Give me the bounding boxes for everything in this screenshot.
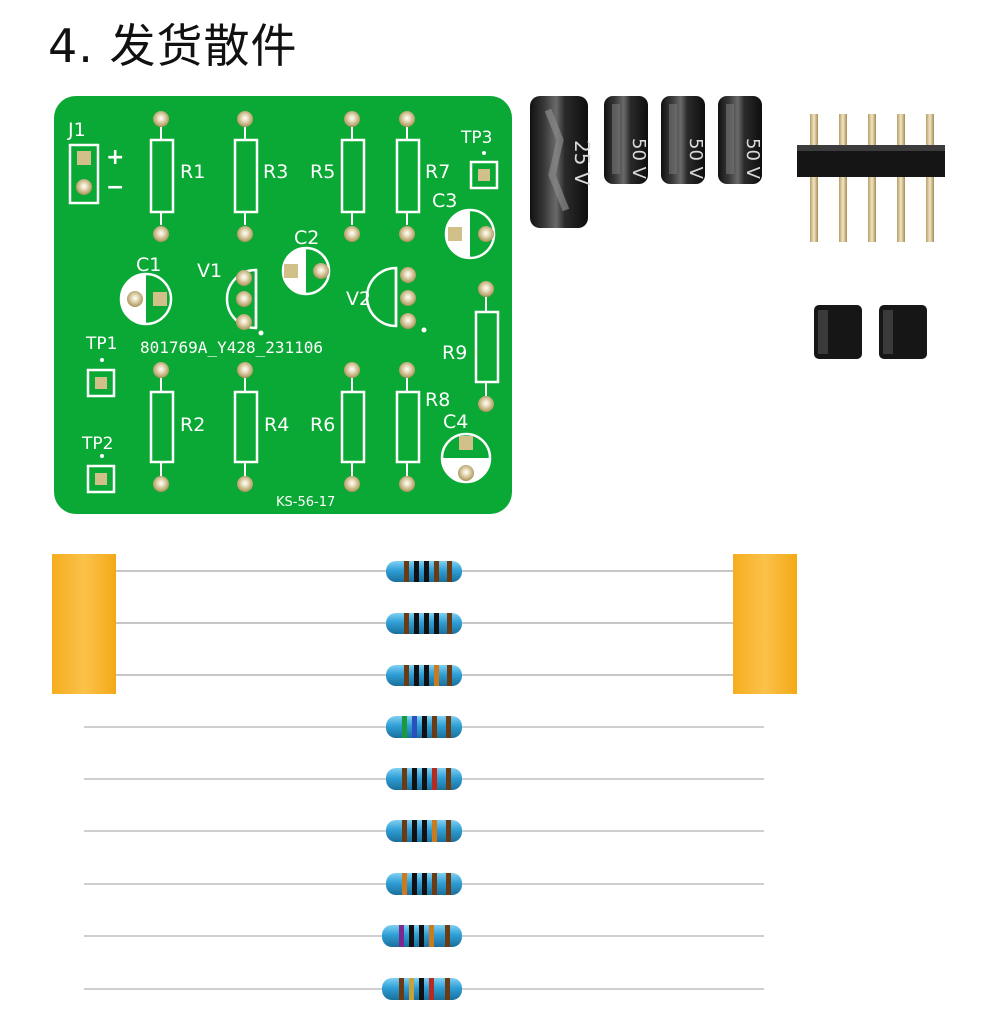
tp3-label: TP3 — [460, 128, 492, 148]
capacitor-small-2: 50 V — [661, 96, 706, 450]
r1-label: R1 — [180, 161, 205, 183]
c2-label: C2 — [294, 227, 319, 249]
capacitor-3-voltage: 50 V — [685, 138, 706, 180]
footprint-c2 — [281, 246, 331, 296]
capacitor-2-voltage: 50 V — [628, 138, 649, 180]
capacitor-4-voltage: 50 V — [742, 138, 763, 180]
footprint-r3 — [233, 111, 259, 242]
resistor-taped-1 — [386, 561, 462, 582]
capacitor-small-1: 50 V — [604, 96, 649, 450]
pcb-board: J1 + − R1 R3 R5 — [54, 96, 512, 514]
footprint-r4 — [233, 362, 259, 492]
footprint-c3 — [444, 208, 496, 260]
footprint-r6 — [340, 362, 366, 492]
footprint-r7 — [395, 111, 421, 242]
tp1-pad — [95, 377, 107, 389]
tp2-label: TP2 — [81, 434, 113, 454]
v1-label: V1 — [197, 260, 222, 282]
j1-label: J1 — [67, 119, 86, 141]
resistor-loose-1 — [84, 716, 764, 738]
resistor-loose-6 — [84, 978, 764, 1000]
footprint-r8 — [395, 362, 421, 492]
tape-left — [52, 554, 116, 694]
footprint-r1 — [149, 111, 175, 242]
footprint-r5 — [340, 111, 366, 242]
resistor-loose-3 — [84, 820, 764, 842]
tp1-label: TP1 — [85, 334, 117, 354]
r4-label: R4 — [264, 414, 289, 436]
footprint-c1 — [119, 272, 173, 326]
r2-label: R2 — [180, 414, 205, 436]
r5-label: R5 — [310, 161, 335, 183]
resistor-loose-2 — [84, 768, 764, 790]
capacitor-large: 25 V — [530, 96, 594, 486]
resistor-loose-5 — [84, 925, 764, 947]
capacitor-small-3: 50 V — [718, 96, 763, 450]
tp2-outline — [86, 464, 116, 494]
tape-right — [733, 554, 797, 694]
taped-resistor-strip — [52, 554, 797, 694]
footprint-r9 — [474, 281, 500, 412]
transistor-1 — [814, 305, 862, 495]
j1-plus-label: + — [106, 145, 124, 170]
transistor-2 — [879, 305, 927, 495]
footer-code: KS-56-17 — [276, 495, 335, 510]
resistor-taped-2 — [386, 613, 462, 634]
pin-header — [797, 114, 945, 242]
footprint-v1 — [225, 268, 264, 336]
resistor-loose-4 — [84, 873, 764, 895]
c4-label: C4 — [443, 411, 468, 433]
footprint-v2 — [365, 266, 427, 333]
c3-label: C3 — [432, 190, 457, 212]
v2-label: V2 — [346, 288, 371, 310]
r8-label: R8 — [425, 389, 450, 411]
r9-label: R9 — [442, 342, 467, 364]
board-code: 801769A_Y428_231106 — [140, 338, 323, 357]
footprint-c4 — [440, 432, 492, 484]
c1-label: C1 — [136, 254, 161, 276]
r3-label: R3 — [263, 161, 288, 183]
page-title: 4. 发货散件 — [48, 19, 298, 73]
tp1-outline — [86, 368, 116, 398]
tp2-pad — [95, 473, 107, 485]
resistor-taped-3 — [386, 665, 462, 686]
j1-pad-round — [76, 179, 92, 195]
tp3-pad — [478, 169, 490, 181]
r7-label: R7 — [425, 161, 450, 183]
j1-pad-square — [77, 151, 91, 165]
j1-minus-label: − — [106, 175, 124, 200]
tp3-outline — [469, 160, 499, 190]
r6-label: R6 — [310, 414, 335, 436]
j1-outline — [68, 143, 100, 205]
footprint-r2 — [149, 362, 175, 492]
capacitor-1-voltage: 25 V — [570, 140, 594, 186]
